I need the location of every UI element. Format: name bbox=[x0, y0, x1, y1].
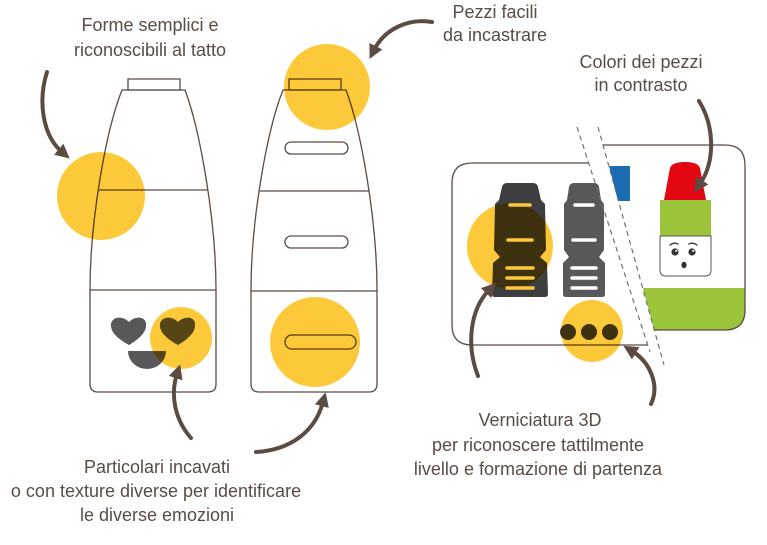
label-contrast: Colori dei pezzi in contrasto bbox=[579, 52, 702, 95]
label-emotions-line: o con texture diverse per identificare bbox=[11, 481, 301, 501]
label-shapes-line: riconoscibili al tatto bbox=[74, 40, 226, 60]
left-eyebrow bbox=[669, 242, 679, 246]
label-shapes-line: Forme semplici e bbox=[81, 15, 218, 35]
slot-upper bbox=[284, 141, 349, 155]
white-piece-bottom bbox=[659, 235, 712, 277]
arrow-to-dots bbox=[623, 345, 657, 406]
highlight-fitting-bottom bbox=[270, 297, 360, 387]
label-painting-line: Verniciatura 3D bbox=[478, 410, 601, 430]
label-fitting-line: da incastrare bbox=[443, 25, 547, 45]
gray-level-piece bbox=[563, 183, 605, 297]
label-painting: Verniciatura 3D per riconoscere tattilme… bbox=[414, 410, 663, 479]
contrast-colored-piece bbox=[659, 162, 712, 277]
bottle-left-cap bbox=[127, 78, 181, 91]
highlight-emotions bbox=[150, 307, 212, 369]
flat-heart-icon bbox=[110, 317, 147, 345]
arrow-to-dark-piece bbox=[469, 282, 496, 378]
label-shapes: Forme semplici e riconoscibili al tatto bbox=[74, 15, 226, 60]
left-eye bbox=[671, 248, 679, 256]
right-eyebrow bbox=[688, 242, 698, 246]
smiley-face-icon bbox=[669, 242, 698, 269]
highlight-dots bbox=[561, 300, 623, 362]
label-emotions: Particolari incavati o con texture diver… bbox=[11, 457, 301, 525]
highlight-dark-piece bbox=[467, 203, 553, 289]
arrow-to-shape-highlight bbox=[40, 70, 70, 159]
panel-left-frame bbox=[451, 162, 648, 346]
highlight-fitting-top bbox=[284, 44, 370, 130]
slot-middle bbox=[284, 235, 349, 249]
label-fitting-line: Pezzi facili bbox=[452, 2, 537, 22]
bottle-right-body bbox=[250, 89, 378, 393]
highlight-shape bbox=[57, 152, 145, 240]
label-emotions-line: le diverse emozioni bbox=[80, 505, 234, 525]
dark-piece-stripes bbox=[505, 203, 535, 290]
label-fitting: Pezzi facili da incastrare bbox=[443, 2, 547, 45]
cut-line-left bbox=[576, 126, 651, 353]
label-contrast-line: Colori dei pezzi bbox=[579, 52, 702, 72]
arrow-to-fitting-cap bbox=[369, 19, 434, 60]
right-eye-highlight bbox=[692, 249, 695, 252]
green-piece-middle bbox=[660, 200, 711, 236]
left-eye-highlight bbox=[675, 249, 678, 252]
label-emotions-line: Particolari incavati bbox=[84, 457, 230, 477]
label-painting-line: per riconoscere tattilmente bbox=[432, 435, 644, 455]
arrow-to-bottle-slot bbox=[254, 392, 329, 454]
right-eye bbox=[688, 248, 696, 256]
blue-piece-strip bbox=[609, 166, 630, 201]
label-contrast-line: in contrasto bbox=[594, 75, 687, 95]
mouth bbox=[681, 261, 687, 269]
green-ground-band bbox=[643, 288, 745, 330]
arrow-to-colored-piece bbox=[694, 99, 714, 193]
label-painting-line: livello e formazione di partenza bbox=[414, 459, 663, 479]
arrow-to-emotions bbox=[168, 364, 193, 440]
panel-right-frame bbox=[603, 144, 746, 331]
